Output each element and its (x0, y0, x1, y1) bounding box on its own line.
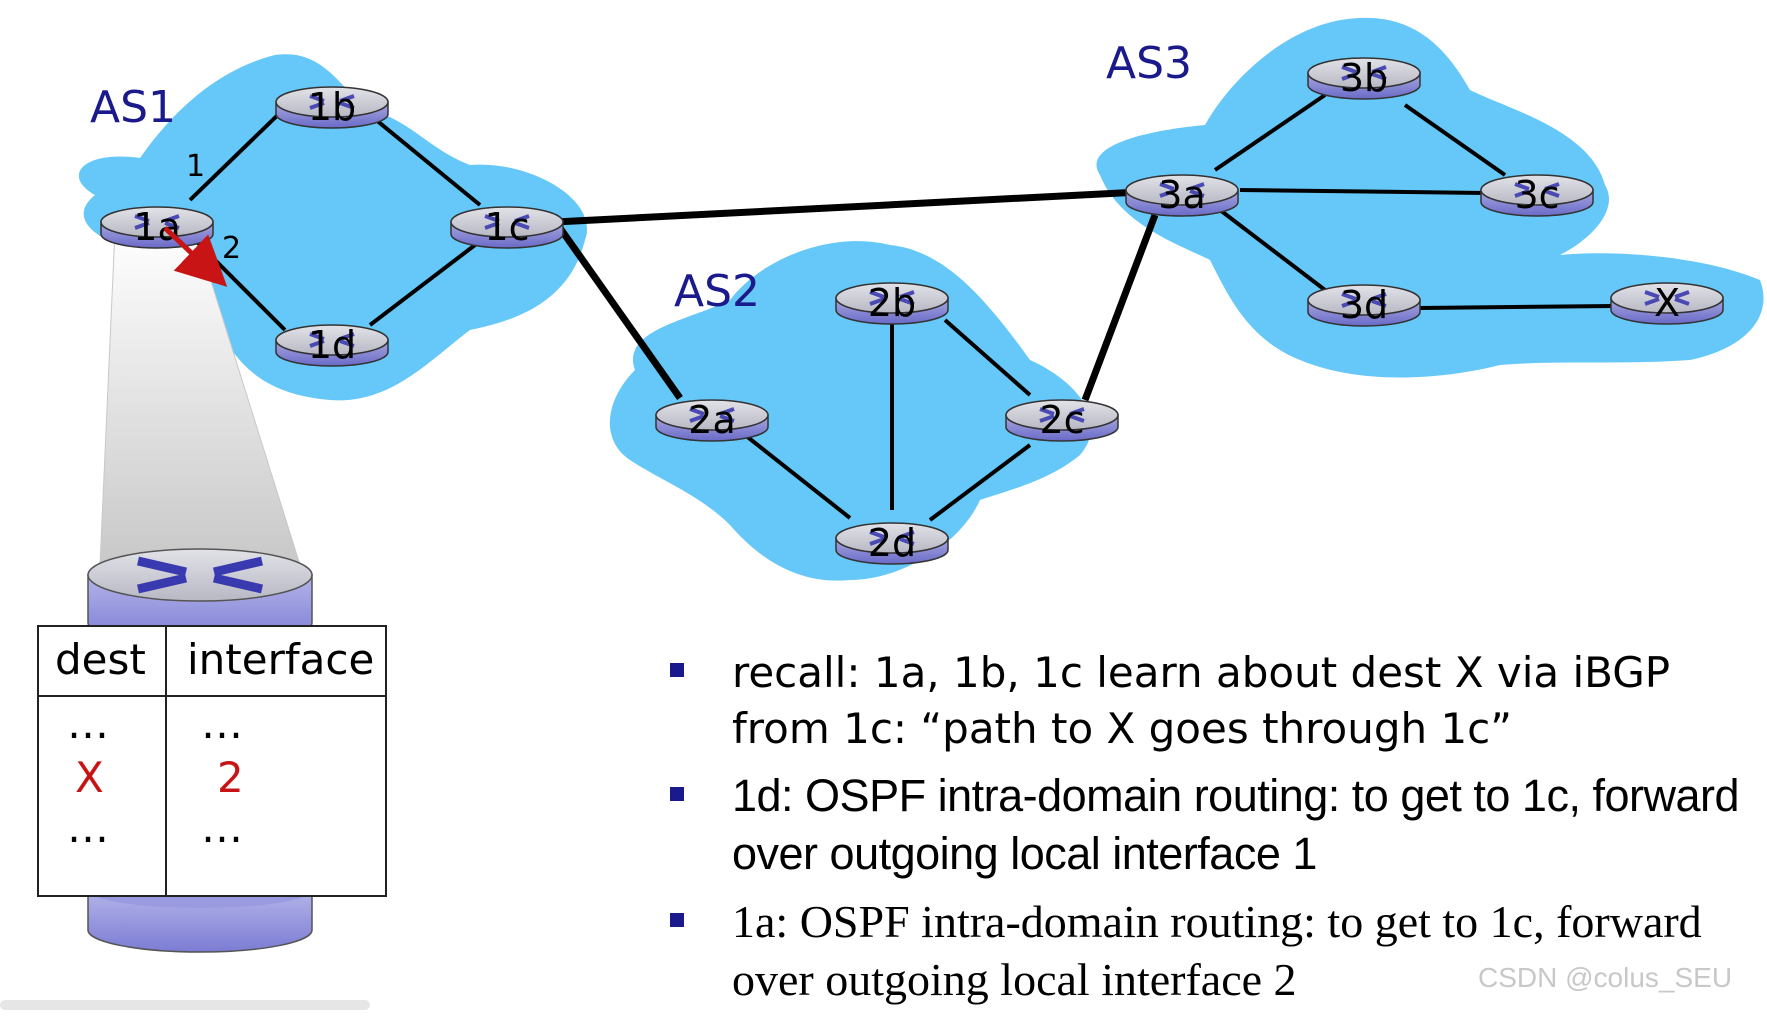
router-icon (136, 556, 264, 594)
footer-strip (0, 1000, 370, 1010)
router-icon (1341, 292, 1387, 308)
link-3d-x (1419, 304, 1616, 310)
router-2a[interactable]: 2a (655, 398, 769, 442)
router-icon (1644, 290, 1690, 306)
bullet-list: recall: 1a, 1b, 1c learn about dest X vi… (670, 645, 1760, 1019)
bullet-text: 1d: OSPF intra-domain routing: to get to… (732, 770, 1740, 879)
router-1b[interactable]: 1b (275, 85, 389, 129)
router-3a[interactable]: 3a (1125, 173, 1239, 217)
router-2d[interactable]: 2d (835, 521, 949, 565)
table-cell-interface: … (201, 699, 243, 748)
interface-label-1: 1 (186, 149, 205, 184)
as3-cloud (1096, 17, 1764, 378)
link-3a-2c (1081, 213, 1159, 402)
square-bullet-icon (670, 787, 684, 801)
router-label-2c: 2c (1039, 398, 1084, 442)
router-1a[interactable]: 1a (100, 205, 214, 249)
router-label-1a: 1a (133, 205, 180, 249)
as2-label: AS2 (674, 266, 761, 317)
router-2b[interactable]: 2b (835, 281, 949, 325)
link-1c-3a (554, 188, 1141, 226)
table-header-dest: dest (55, 635, 146, 684)
watermark: CSDN @colus_SEU (1478, 962, 1733, 993)
link-1b-1c (368, 113, 482, 207)
router-icon (1039, 407, 1085, 423)
as3-label: AS3 (1106, 38, 1193, 89)
router-label-1b: 1b (308, 85, 356, 129)
router-label-2b: 2b (868, 281, 916, 325)
forwarding-table: dest interface … … X 2 … … (37, 625, 387, 897)
link-2a-2d (743, 433, 852, 520)
router-3b[interactable]: 3b (1307, 56, 1421, 100)
router-x[interactable]: X (1610, 281, 1724, 325)
router-label-3b: 3b (1340, 56, 1388, 100)
link-3a-3b (1213, 93, 1327, 172)
table-header-interface: interface (187, 635, 375, 684)
router-label-2d: 2d (868, 521, 916, 565)
router-label-3d: 3d (1340, 283, 1388, 327)
router-2c[interactable]: 2c (1005, 398, 1119, 442)
table-cell-interface: 2 (217, 753, 244, 802)
bullet-text: 1a: OSPF intra-domain routing: to get to… (732, 896, 1702, 1005)
link-1a-1b (188, 106, 287, 202)
router-icon (134, 214, 180, 230)
square-bullet-icon (670, 913, 684, 927)
router-icon (689, 407, 735, 423)
router-icon (1341, 65, 1387, 81)
router-icon (484, 214, 530, 230)
router-icon (309, 332, 355, 348)
router-icon (1159, 182, 1205, 198)
arrow-icon (163, 226, 228, 287)
table-header-divider (39, 695, 385, 697)
router-label-x: X (1654, 281, 1680, 325)
link-3a-3d (1218, 208, 1327, 292)
table-column-divider (165, 627, 167, 895)
router-3c[interactable]: 3c (1480, 173, 1594, 217)
link-1c-2a (557, 225, 683, 401)
as1-label: AS1 (90, 82, 177, 133)
router-3d[interactable]: 3d (1307, 283, 1421, 327)
table-cell-dest: … (67, 803, 109, 852)
link-1d-1c (368, 243, 477, 327)
link-3a-3c (1239, 188, 1486, 195)
router-label-1c: 1c (484, 205, 529, 249)
links (188, 93, 1616, 522)
table-cell-dest: X (75, 753, 104, 802)
table-cell-dest: … (67, 699, 109, 748)
interface-label-2: 2 (222, 231, 241, 266)
router-label-2a: 2a (688, 398, 735, 442)
router-1c[interactable]: 1c (450, 205, 564, 249)
router-label-1d: 1d (308, 323, 356, 367)
table-cell-interface: … (201, 803, 243, 852)
link-2b-2c (943, 318, 1032, 397)
as2-cloud (609, 241, 1092, 581)
router-icon (869, 530, 915, 546)
bullet-text: recall: 1a, 1b, 1c learn about dest X vi… (732, 648, 1671, 753)
link-3b-3c (1403, 103, 1507, 177)
router-icon (309, 94, 355, 110)
bullet-item: 1a: OSPF intra-domain routing: to get to… (670, 893, 1760, 1009)
link-2c-2d (928, 443, 1032, 522)
bullet-item: recall: 1a, 1b, 1c learn about dest X vi… (670, 645, 1760, 757)
router-1d[interactable]: 1d (275, 323, 389, 367)
router-label-3c: 3c (1514, 173, 1559, 217)
router-icon (869, 290, 915, 306)
bullet-item: 1d: OSPF intra-domain routing: to get to… (670, 767, 1760, 883)
router-icon (1514, 182, 1560, 198)
square-bullet-icon (670, 663, 684, 677)
router-label-3a: 3a (1158, 173, 1205, 217)
